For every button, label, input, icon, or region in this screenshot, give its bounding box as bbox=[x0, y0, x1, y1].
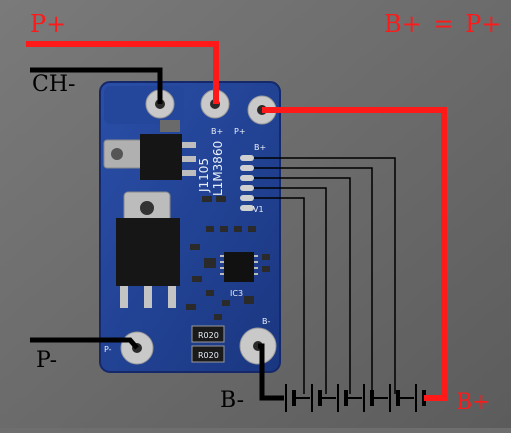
wire-ch-minus bbox=[30, 67, 163, 104]
label-p-plus: P+ bbox=[30, 10, 67, 38]
silk-p-minus: P- bbox=[104, 345, 112, 354]
wire-b-plus bbox=[262, 107, 447, 401]
smd-components bbox=[186, 196, 270, 320]
silk-ic3: IC3 bbox=[230, 289, 243, 298]
control-ic bbox=[220, 252, 258, 282]
res-label-1: R020 bbox=[198, 331, 219, 340]
silk-b-plus-pad: B+ bbox=[211, 127, 223, 136]
label-b-plus: B+ bbox=[456, 390, 491, 415]
part-label-2: L1M3860 bbox=[211, 141, 225, 196]
balance-wires bbox=[254, 157, 396, 394]
silk-p-plus-pad: P+ bbox=[234, 127, 246, 136]
mosfet bbox=[116, 191, 180, 308]
silk-b-minus: B- bbox=[262, 317, 270, 326]
wire-p-minus bbox=[30, 337, 139, 350]
res-label-2: R020 bbox=[198, 351, 219, 360]
balance-header bbox=[240, 155, 254, 211]
silk-header-b-plus: B+ bbox=[254, 143, 266, 152]
sense-resistors: R020 R020 bbox=[191, 325, 225, 363]
label-b-minus: B- bbox=[220, 388, 245, 413]
wire-p-plus bbox=[26, 41, 219, 104]
voltage-regulator bbox=[103, 134, 196, 180]
label-ch-minus: CH- bbox=[32, 72, 76, 97]
label-p-minus: P- bbox=[36, 348, 58, 373]
label-b-eq-p: B+ = P+ bbox=[384, 10, 502, 38]
part-label-1: J1105 bbox=[197, 158, 211, 193]
silk-v1: V1 bbox=[253, 205, 264, 214]
wire-b-minus bbox=[258, 343, 284, 401]
